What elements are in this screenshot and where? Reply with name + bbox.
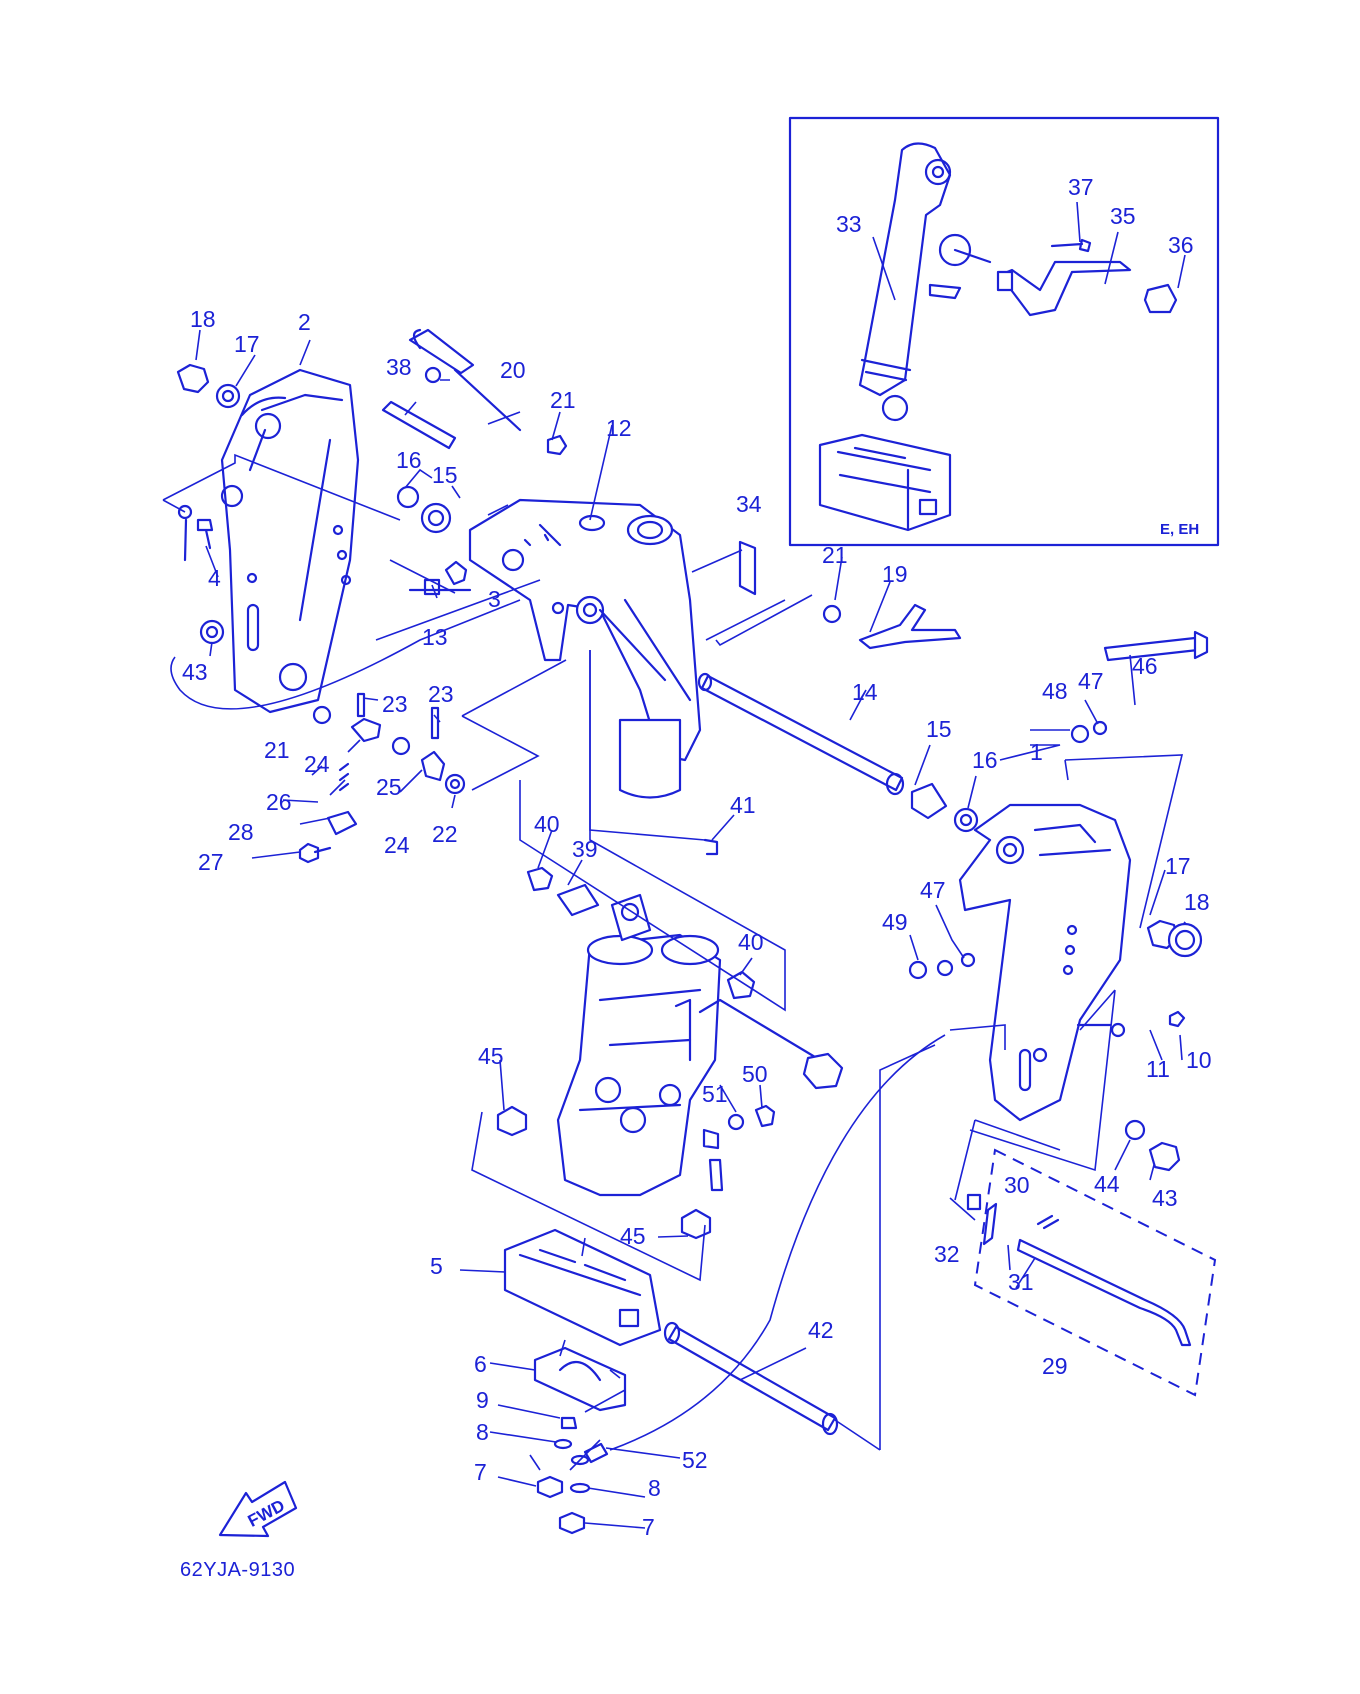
callout-15a: 15 — [432, 462, 458, 488]
callout-7b: 7 — [642, 1514, 655, 1540]
lower-cylinder-mount — [503, 1228, 662, 1347]
callout-43b: 43 — [1152, 1185, 1178, 1211]
leader-lines — [195, 201, 1187, 1529]
callout-16a: 16 — [396, 447, 422, 473]
callout-48: 48 — [1042, 678, 1068, 704]
callout-32: 32 — [934, 1241, 960, 1267]
callout-27: 27 — [198, 849, 224, 875]
callout-29: 29 — [1042, 1353, 1068, 1379]
callout-3: 3 — [488, 586, 501, 612]
steering-pin-area — [381, 328, 568, 534]
callout-21c: 21 — [264, 737, 290, 763]
callout-16b: 16 — [972, 747, 998, 773]
callout-8a: 8 — [476, 1419, 489, 1445]
callout-40b: 40 — [738, 929, 764, 955]
callout-25: 25 — [376, 774, 402, 800]
callout-34: 34 — [736, 491, 762, 517]
callout-5: 5 — [430, 1253, 443, 1279]
callout-15b: 15 — [926, 716, 952, 742]
callout-52: 52 — [682, 1447, 708, 1473]
callout-31: 31 — [1008, 1269, 1034, 1295]
callout-47b: 47 — [920, 877, 946, 903]
callout-4: 4 — [208, 565, 221, 591]
lower-mount-clip — [533, 1346, 627, 1412]
callout-45a: 45 — [478, 1043, 504, 1069]
callout-46: 46 — [1132, 653, 1158, 679]
inset-manual-lever — [996, 238, 1178, 317]
callout-39: 39 — [572, 836, 598, 862]
power-trim-tilt-unit — [556, 893, 844, 1197]
callout-24b: 24 — [384, 832, 410, 858]
variant-grouping — [973, 1148, 1217, 1397]
callout-17a: 17 — [234, 331, 260, 357]
callout-30: 30 — [1004, 1172, 1030, 1198]
left-clamp-bracket — [220, 368, 360, 714]
callout-36: 36 — [1168, 232, 1194, 258]
inset-clamp-block — [818, 433, 952, 532]
right-bracket-bushings — [910, 782, 979, 833]
callout-22: 22 — [432, 821, 458, 847]
fwd-arrow — [218, 1480, 298, 1538]
callout-47a: 47 — [1078, 668, 1104, 694]
callout-23a: 23 — [382, 691, 408, 717]
callout-40a: 40 — [534, 811, 560, 837]
swivel-bracket — [468, 498, 702, 799]
callout-18a: 18 — [190, 306, 216, 332]
callout-38: 38 — [386, 354, 412, 380]
tilt-shaft — [697, 672, 905, 796]
callout-37: 37 — [1068, 174, 1094, 200]
callout-28: 28 — [228, 819, 254, 845]
inset-tilt-cylinder — [858, 142, 992, 422]
right-lever — [738, 540, 962, 650]
callout-24a: 24 — [304, 751, 330, 777]
callout-49: 49 — [882, 909, 908, 935]
callout-23b: 23 — [428, 681, 454, 707]
callout-10: 10 — [1186, 1047, 1212, 1073]
callout-26: 26 — [266, 789, 292, 815]
callout-1: 1 — [1030, 739, 1043, 765]
callout-2: 2 — [298, 309, 311, 335]
callout-8b: 8 — [648, 1475, 661, 1501]
callout-18b: 18 — [1184, 889, 1210, 915]
callout-41: 41 — [730, 792, 756, 818]
cylinder-bushings — [526, 838, 756, 1000]
callout-11: 11 — [1146, 1056, 1170, 1082]
callout-14: 14 — [852, 679, 878, 705]
right-bracket-fasteners — [908, 630, 1209, 1172]
callout-42: 42 — [808, 1317, 834, 1343]
callout-labels: 1 2 3 4 5 6 7 7 8 8 9 10 11 12 13 14 15 … — [182, 174, 1212, 1540]
callout-50: 50 — [742, 1061, 768, 1087]
callout-12: 12 — [606, 415, 632, 441]
variant-label: E, EH — [1160, 521, 1199, 538]
diagram-code: 62YJA-9130 — [180, 1559, 295, 1581]
lower-shaft — [663, 1321, 839, 1436]
callout-17b: 17 — [1165, 853, 1191, 879]
callout-7a: 7 — [474, 1459, 487, 1485]
inset-frame — [788, 116, 1220, 547]
callout-13: 13 — [422, 624, 448, 650]
tilt-lever-assembly — [966, 1193, 1192, 1347]
lower-mount-fasteners — [536, 1416, 609, 1535]
callout-43a: 43 — [182, 659, 208, 685]
callout-21a: 21 — [550, 387, 576, 413]
left-small-parts — [298, 560, 472, 864]
callout-9: 9 — [476, 1387, 489, 1413]
cylinder-lower-fittings — [496, 1104, 776, 1240]
group-lines — [162, 453, 1184, 1471]
callout-45b: 45 — [620, 1223, 646, 1249]
callout-35: 35 — [1110, 203, 1136, 229]
callout-19: 19 — [882, 561, 908, 587]
callout-21b: 21 — [822, 542, 848, 568]
callout-33: 33 — [836, 211, 862, 237]
callout-44: 44 — [1094, 1171, 1120, 1197]
callout-51: 51 — [702, 1081, 728, 1107]
callout-6: 6 — [474, 1351, 487, 1377]
right-clamp-bracket — [958, 803, 1132, 1122]
callout-20: 20 — [500, 357, 526, 383]
